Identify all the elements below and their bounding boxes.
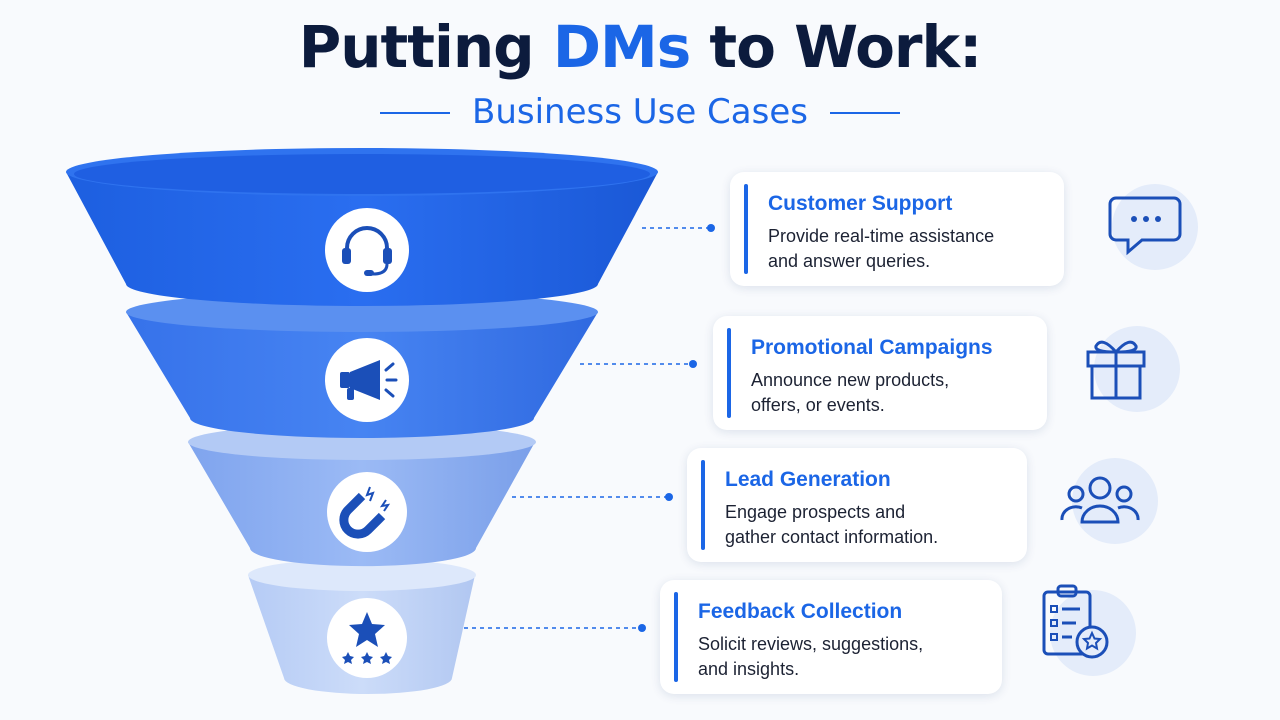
use-case-card-promotional-campaigns: Promotional Campaigns Announce new produ… [713, 316, 1047, 430]
accent-bar [727, 328, 731, 418]
card-title: Customer Support [768, 192, 953, 215]
card-description: Solicit reviews, suggestions,and insight… [698, 634, 924, 679]
gift-icon [1086, 326, 1180, 412]
page-title: Putting DMs to Work: [0, 14, 1280, 80]
accent-bar [744, 184, 748, 274]
clipboard-checklist-icon [1042, 584, 1136, 676]
headset-icon [325, 208, 409, 292]
people-group-icon [1060, 458, 1158, 544]
connector-lines [448, 224, 715, 632]
card-title: Lead Generation [725, 468, 891, 491]
title-part1: Putting [298, 13, 553, 81]
title-part2: to Work: [690, 13, 982, 81]
star-rating-icon [327, 598, 407, 678]
chat-bubble-icon [1108, 184, 1198, 270]
page-subtitle: Business Use Cases [380, 92, 900, 132]
use-case-card-feedback-collection: Feedback Collection Solicit reviews, sug… [660, 580, 1002, 694]
use-case-card-customer-support: Customer Support Provide real-time assis… [730, 172, 1064, 286]
title-highlight: DMs [552, 13, 691, 81]
card-title: Promotional Campaigns [751, 336, 993, 359]
accent-bar [674, 592, 678, 682]
magnet-icon [327, 472, 407, 552]
megaphone-icon [325, 338, 409, 422]
accent-bar [701, 460, 705, 550]
card-title: Feedback Collection [698, 600, 903, 623]
card-description: Announce new products,offers, or events. [751, 370, 950, 415]
